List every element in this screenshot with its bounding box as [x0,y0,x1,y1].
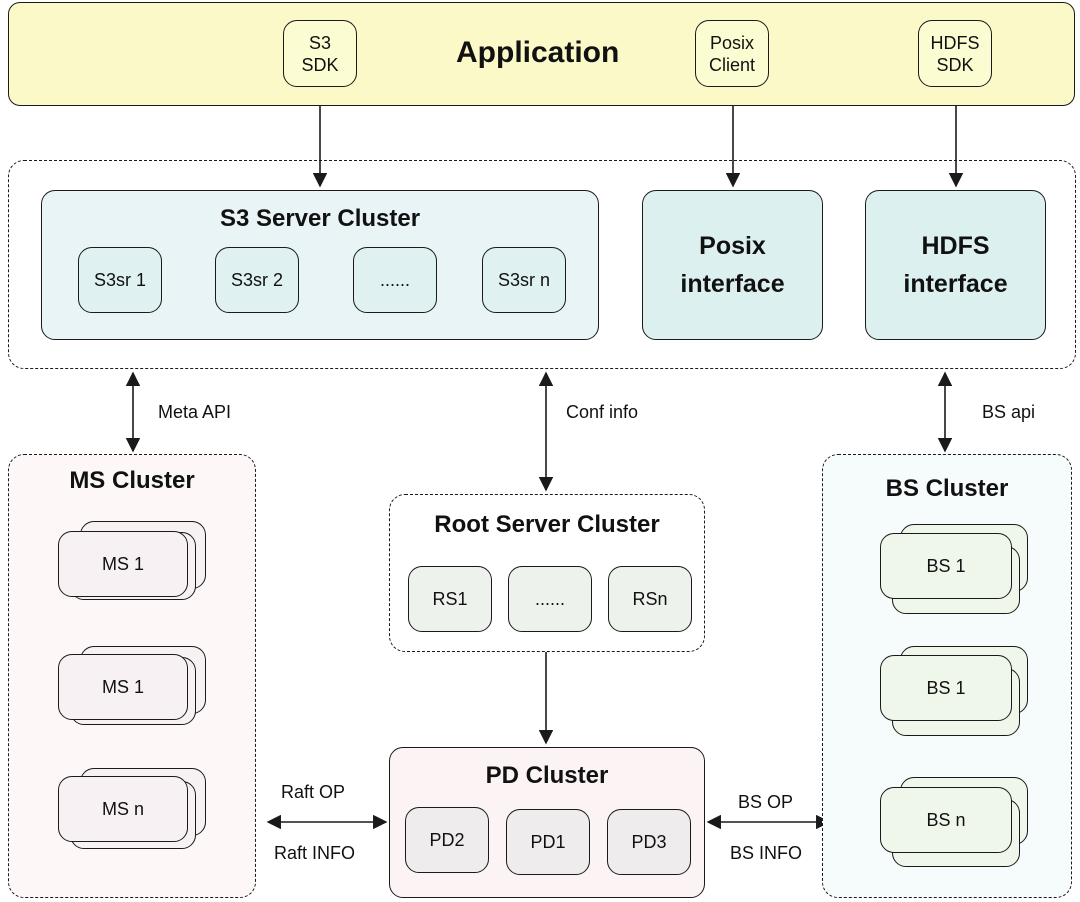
application-layer [8,2,1075,106]
posix-interface-line1: Posix [699,232,766,260]
posix-client-line2: Client [708,54,756,75]
pd-node: PD3 [607,809,691,875]
root-cluster-title: Root Server Cluster [434,511,660,538]
edge-label-meta-api: Meta API [158,402,232,422]
posix-client-line1: Posix [709,32,754,53]
pd-node: PD2 [405,807,489,873]
s3-node-ellipsis: ...... [353,247,437,313]
pd-cluster-title: PD Cluster [485,762,609,789]
hdfs-interface-line2: interface [903,270,1008,298]
s3-node: S3sr 1 [78,247,162,313]
root-server-node-ellipsis: ...... [508,566,592,632]
posix-interface: Posix interface [642,190,823,340]
s3-sdk-client: S3 SDK [283,20,357,87]
edge-label-bs-info: BS INFO [730,843,803,863]
s3-sdk-line1: S3 [308,32,332,53]
s3-node: S3sr n [482,247,566,313]
edge-label-bs-api: BS api [982,402,1036,422]
s3-cluster-title: S3 Server Cluster [219,205,421,232]
hdfs-interface: HDFS interface [865,190,1046,340]
s3-sdk-line2: SDK [301,54,339,75]
hdfs-interface-line1: HDFS [921,232,990,260]
edge-label-conf-info: Conf info [566,402,639,422]
root-server-node: RSn [608,566,692,632]
bs-node: BS 1 [880,655,1012,721]
edge-label-bs-op: BS OP [738,792,794,812]
ms-node: MS 1 [58,654,188,720]
hdfs-sdk-line2: SDK [936,54,974,75]
bs-node: BS n [880,787,1012,853]
s3-node: S3sr 2 [215,247,299,313]
bs-node: BS 1 [880,533,1012,599]
bs-cluster-title: BS Cluster [885,475,1009,502]
root-server-node: RS1 [408,566,492,632]
application-title: Application [456,36,620,69]
posix-client: Posix Client [695,20,769,87]
ms-node: MS 1 [58,531,188,597]
ms-node: MS n [58,776,188,842]
ms-cluster-title: MS Cluster [69,467,195,494]
hdfs-sdk-client: HDFS SDK [918,20,992,87]
edge-label-raft-info: Raft INFO [274,843,356,863]
service-layer [8,160,1076,369]
hdfs-sdk-line1: HDFS [930,32,980,53]
posix-interface-line2: interface [680,270,785,298]
pd-node: PD1 [506,809,590,875]
edge-label-raft-op: Raft OP [281,782,346,802]
